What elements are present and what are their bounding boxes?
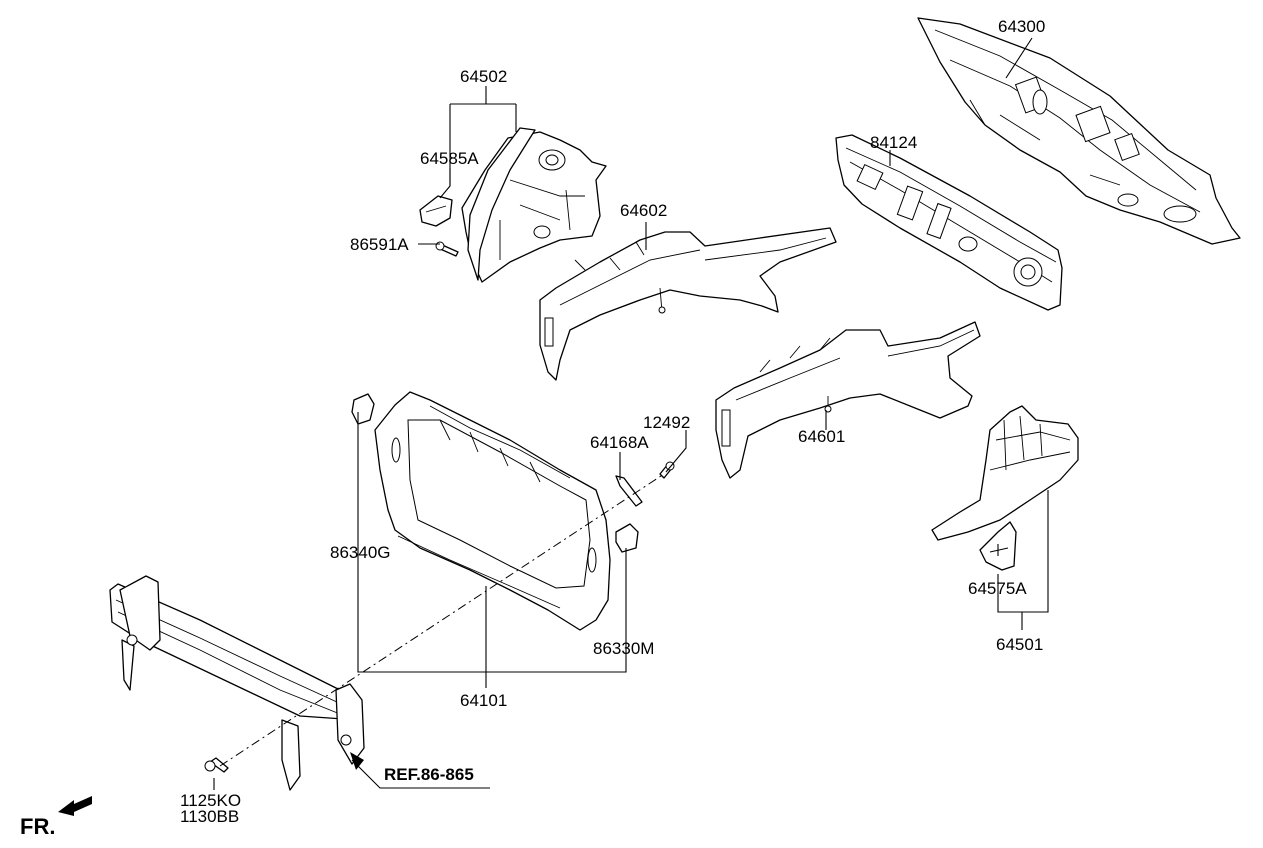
- leader-lines: [213, 37, 1049, 790]
- label-86340G: 86340G: [330, 543, 391, 562]
- alignment-lines: [219, 473, 665, 767]
- cowl-cross-member-part[interactable]: [835, 134, 1063, 311]
- label-64585A: 64585A: [420, 149, 479, 168]
- arrow-icons: [58, 752, 364, 816]
- reference-label[interactable]: REF.86-865: [384, 765, 474, 784]
- 64585A-bracket-part[interactable]: [419, 195, 453, 227]
- lh-front-side-member-part[interactable]: [539, 227, 837, 381]
- 86340G-bracket-part[interactable]: [351, 393, 375, 425]
- label-1125KO: 1125KO: [180, 791, 241, 810]
- front-arrow-icon: [58, 796, 92, 816]
- label-64101: 64101: [460, 691, 507, 710]
- 64168A-bracket-part[interactable]: [615, 475, 643, 507]
- label-1130BB: 1130BB: [180, 807, 239, 826]
- label-64575A: 64575A: [968, 579, 1027, 598]
- rh-apron-part[interactable]: [931, 405, 1079, 541]
- dash-panel-part[interactable]: [917, 17, 1241, 245]
- label-64168A: 64168A: [590, 433, 649, 452]
- label-64601: 64601: [798, 427, 845, 446]
- bumper-bolt-part[interactable]: [204, 757, 229, 773]
- ref-arrow-icon: [350, 752, 364, 770]
- radiator-support-part[interactable]: [374, 391, 611, 631]
- part-labels: 64300 64502 64585A 86591A 84124 64602 12…: [20, 17, 1045, 839]
- label-64300: 64300: [998, 17, 1045, 36]
- 86330M-bracket-part[interactable]: [615, 523, 639, 553]
- bumper-beam-part[interactable]: [109, 575, 365, 791]
- label-12492: 12492: [643, 413, 690, 432]
- lh-apron-part[interactable]: [461, 127, 607, 283]
- rh-front-side-member-part[interactable]: [715, 321, 981, 479]
- label-84124: 84124: [870, 133, 917, 152]
- label-86591A: 86591A: [350, 235, 409, 254]
- label-64502: 64502: [460, 67, 507, 86]
- front-direction-label: FR.: [20, 814, 55, 839]
- label-64602: 64602: [620, 201, 667, 220]
- 12492-bolt-part[interactable]: [659, 461, 675, 479]
- label-64501: 64501: [996, 635, 1043, 654]
- label-86330M: 86330M: [593, 639, 654, 658]
